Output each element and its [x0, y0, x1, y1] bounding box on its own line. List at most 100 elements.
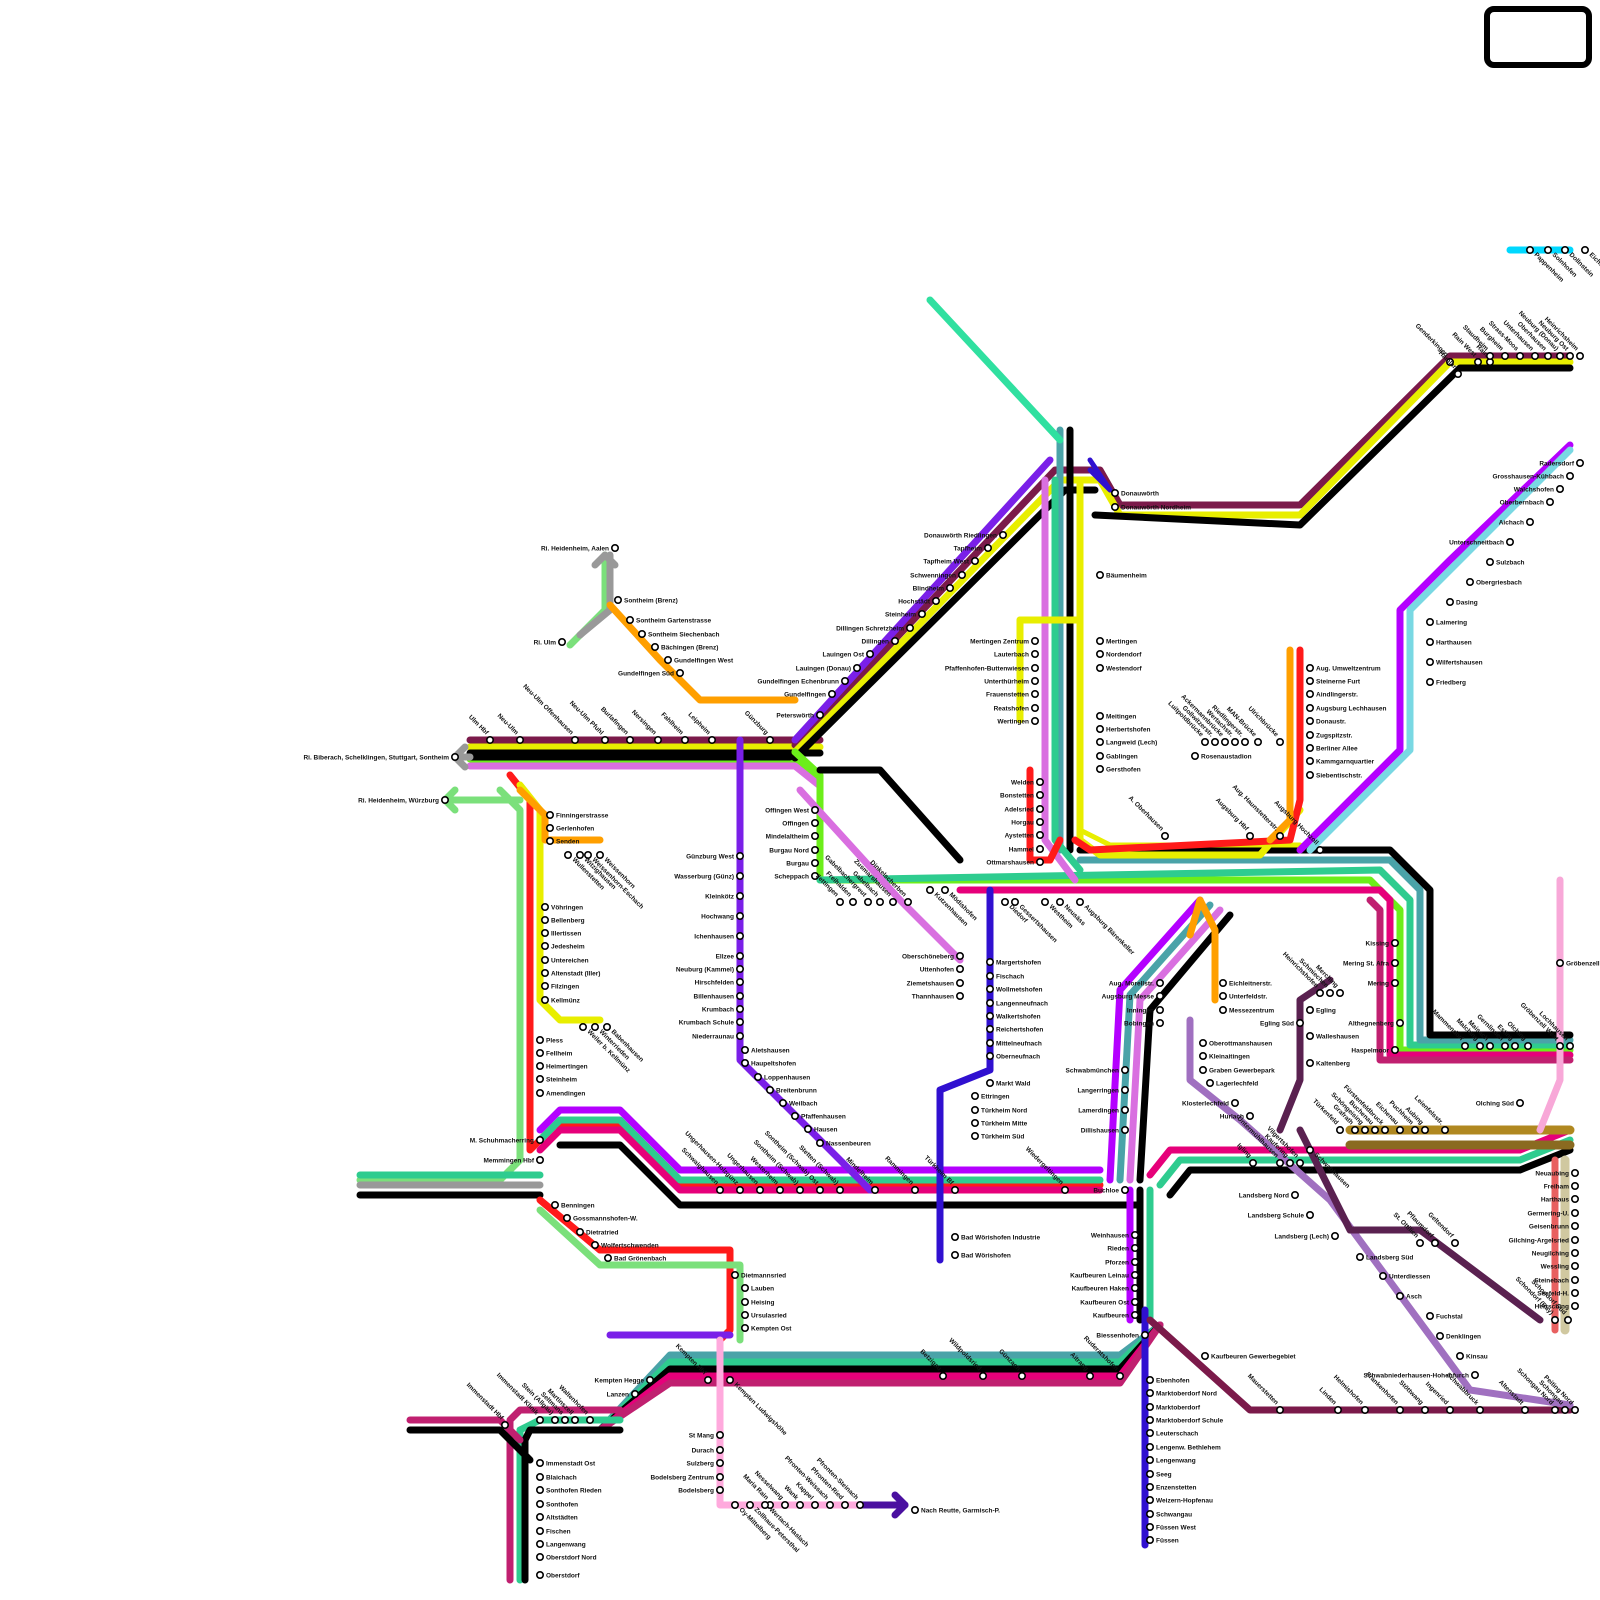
station-marker-marktoberdorf[interactable]: [1146, 1403, 1155, 1412]
station-marker-neuburg_kammel[interactable]: [735, 964, 744, 973]
station-marker-hammel[interactable]: [1036, 844, 1045, 853]
station-marker-oberschoeneberg[interactable]: [955, 951, 964, 960]
station-marker-sonthofen[interactable]: [535, 1500, 544, 1509]
station-marker-witzighausen[interactable]: [575, 850, 584, 859]
station-marker-m_schuhmacherring[interactable]: [535, 1136, 544, 1145]
station-marker-sulzbach[interactable]: [1486, 557, 1495, 566]
station-marker-unterhausen[interactable]: [1531, 351, 1540, 360]
station-marker-pfaffenhofen_butt[interactable]: [1031, 663, 1040, 672]
station-marker-frankenhofen[interactable]: [1396, 1406, 1405, 1415]
station-marker-vilgertshofen[interactable]: [1296, 1159, 1305, 1168]
station-marker-donauwoerth_riedlingen[interactable]: [998, 530, 1007, 539]
station-marker-adelsried[interactable]: [1036, 804, 1045, 813]
station-marker-fuchstal[interactable]: [1426, 1312, 1435, 1321]
station-marker-ulm_hbf[interactable]: [485, 735, 494, 744]
station-marker-lauben[interactable]: [740, 1284, 749, 1293]
station-marker-grosshausen[interactable]: [1566, 471, 1575, 480]
station-marker-nassenbeuren[interactable]: [815, 1139, 824, 1148]
station-marker-pless[interactable]: [535, 1036, 544, 1045]
station-marker-guenzach[interactable]: [1017, 1372, 1026, 1381]
station-marker-gundelfingen_sued[interactable]: [675, 668, 684, 677]
station-marker-maisach[interactable]: [1486, 1042, 1495, 1051]
station-marker-sontheim_siechen[interactable]: [637, 629, 646, 638]
station-marker-steinheim_d[interactable]: [917, 609, 926, 618]
station-marker-fischach[interactable]: [985, 971, 994, 980]
station-marker-mindelaltheim[interactable]: [810, 831, 819, 840]
station-marker-augsburg_hochzoll[interactable]: [1316, 845, 1325, 854]
station-marker-lochhausen[interactable]: [1566, 1042, 1575, 1051]
station-marker-aubing[interactable]: [1421, 1126, 1430, 1135]
station-marker-eichleitnerstr[interactable]: [1219, 978, 1228, 987]
station-marker-oberstdorf[interactable]: [535, 1571, 544, 1580]
station-marker-unterthuerheim[interactable]: [1031, 676, 1040, 685]
station-marker-finningerstrasse[interactable]: [545, 810, 554, 819]
station-marker-olching_sued[interactable]: [1516, 1099, 1525, 1108]
station-marker-gabelbach[interactable]: [875, 897, 884, 906]
station-marker-neu_ulm[interactable]: [515, 735, 524, 744]
station-marker-ruderatshofen[interactable]: [1116, 1372, 1125, 1381]
station-marker-margertshofen[interactable]: [985, 957, 994, 966]
station-marker-augsburg_hbf[interactable]: [1246, 831, 1255, 840]
station-marker-geisenbrunn[interactable]: [1571, 1222, 1580, 1231]
station-marker-weissenhorn[interactable]: [595, 850, 604, 859]
station-marker-hochstaedt[interactable]: [931, 596, 940, 605]
station-marker-radersdorf[interactable]: [1576, 458, 1585, 467]
station-marker-memmingen_hbf[interactable]: [535, 1156, 544, 1165]
station-marker-aug_umweltzentrum[interactable]: [1306, 663, 1315, 672]
station-marker-neuburg_donau[interactable]: [1556, 351, 1565, 360]
station-marker-steinebach[interactable]: [1571, 1276, 1580, 1285]
station-marker-peiting_nord[interactable]: [1571, 1406, 1580, 1415]
station-marker-wank[interactable]: [795, 1501, 804, 1510]
station-marker-solnhofen[interactable]: [1544, 246, 1553, 255]
station-marker-malching[interactable]: [1476, 1042, 1485, 1051]
station-marker-rieden[interactable]: [1131, 1244, 1140, 1253]
station-marker-marktoberdorf_schule[interactable]: [1146, 1416, 1155, 1425]
station-marker-kellmuenz[interactable]: [540, 995, 549, 1004]
station-marker-kaufbeuren_haken[interactable]: [1131, 1284, 1140, 1293]
station-marker-groebenzell[interactable]: [1556, 958, 1565, 967]
station-marker-gollwitzerstr[interactable]: [1211, 737, 1220, 746]
station-marker-walleshausen[interactable]: [1306, 1032, 1315, 1041]
station-marker-haspelmoor[interactable]: [1391, 1046, 1400, 1055]
station-marker-fuessen[interactable]: [1146, 1536, 1155, 1545]
station-marker-zusmarshausen[interactable]: [888, 897, 897, 906]
station-marker-haupeltshofen[interactable]: [740, 1059, 749, 1068]
station-marker-niederraunau[interactable]: [735, 1032, 744, 1041]
station-marker-rain_west[interactable]: [1474, 357, 1483, 366]
station-marker-lagerlechfeld[interactable]: [1206, 1079, 1215, 1088]
station-marker-billenhausen[interactable]: [735, 991, 744, 1000]
station-marker-ottmarshausen[interactable]: [1036, 857, 1045, 866]
station-marker-dollnstein[interactable]: [1561, 246, 1570, 255]
station-marker-schwabniederhausen[interactable]: [1471, 1371, 1480, 1380]
station-marker-martinszell[interactable]: [570, 1416, 579, 1425]
station-marker-merching[interactable]: [1336, 988, 1345, 997]
station-marker-man_bruecke[interactable]: [1254, 737, 1263, 746]
station-marker-mauerstetten[interactable]: [1276, 1406, 1285, 1415]
station-marker-filzingen[interactable]: [540, 981, 549, 990]
station-marker-bad_groenenbach[interactable]: [603, 1254, 612, 1263]
station-marker-althegnenberg[interactable]: [1396, 1018, 1405, 1027]
station-marker-wullenstetten[interactable]: [563, 850, 572, 859]
station-marker-weizern_hopfenau[interactable]: [1146, 1496, 1155, 1505]
station-marker-reichertshofen[interactable]: [985, 1025, 994, 1034]
station-marker-marktoberdorf_nord[interactable]: [1146, 1389, 1155, 1398]
station-marker-jettingen[interactable]: [835, 897, 844, 906]
station-marker-ri_biberach[interactable]: [450, 752, 459, 761]
station-marker-ungerhausen[interactable]: [755, 1186, 764, 1195]
station-marker-neugilching[interactable]: [1571, 1249, 1580, 1258]
station-marker-ichenhausen[interactable]: [735, 931, 744, 940]
station-marker-esting[interactable]: [1511, 1042, 1520, 1051]
station-marker-wilfertshausen[interactable]: [1426, 657, 1435, 666]
station-marker-gilching_argelsried[interactable]: [1571, 1236, 1580, 1245]
station-marker-ettringen[interactable]: [970, 1092, 979, 1101]
station-marker-sulzberg[interactable]: [715, 1459, 724, 1468]
station-marker-gundelfingen[interactable]: [827, 689, 836, 698]
station-marker-sontheim_brenz[interactable]: [613, 595, 622, 604]
station-marker-staudheim[interactable]: [1486, 351, 1495, 360]
station-marker-fischen[interactable]: [535, 1527, 544, 1536]
station-marker-unterdiessen[interactable]: [1379, 1272, 1388, 1281]
station-marker-dietmannsried[interactable]: [730, 1271, 739, 1280]
station-marker-stetten_schwab[interactable]: [835, 1186, 844, 1195]
station-marker-krumbach[interactable]: [735, 1004, 744, 1013]
